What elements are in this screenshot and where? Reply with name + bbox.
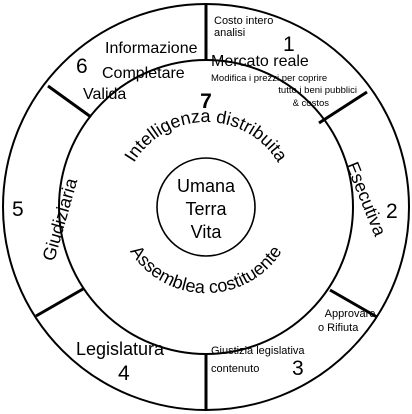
segment-1-title: Mercato reale — [211, 53, 309, 70]
center-line3: Vita — [191, 222, 223, 242]
divider-2 — [318, 90, 368, 125]
segment-1-header-line1: Costo intero — [214, 15, 273, 27]
segment-1-detail-line1: Modifica i prezzi per coprire — [211, 73, 327, 84]
segment-6-title-line1: Informazione — [105, 40, 198, 57]
center: Umana Terra Vita — [177, 176, 236, 242]
segment-3-header-line1: Approvare — [325, 308, 376, 320]
segment-1: Costo intero analisi 1 Mercato reale Mod… — [211, 15, 357, 109]
divider-5 — [35, 287, 84, 318]
segment-6-number: 6 — [76, 55, 88, 78]
center-line2: Terra — [185, 199, 227, 219]
segment-6-title-line2: Completare — [102, 65, 185, 82]
segment-1-detail-line3: & costos — [293, 98, 330, 109]
inner-ring-bottom-text: Assemblea costituente — [126, 242, 285, 298]
segment-1-number: 1 — [283, 33, 295, 56]
segment-2-title: Esecutiva — [342, 159, 390, 240]
inner-ring-top-text: Intelligenza distribuita — [120, 106, 292, 166]
segment-3-number: 3 — [292, 357, 304, 380]
segment-3-title-line1: Giustizia legislativa — [211, 345, 305, 357]
center-line1: Umana — [177, 176, 236, 196]
segment-4-title: Legislatura — [76, 339, 165, 359]
segment-6-title-line3: Valida — [83, 86, 126, 103]
segment-4: Legislatura 4 — [76, 339, 165, 385]
inner-ring-bottom-textpath: Assemblea costituente — [126, 242, 285, 298]
divider-3 — [329, 288, 378, 319]
segment-3-header-line2: o Rifiuta — [318, 322, 359, 334]
inner-ring-number: 7 — [200, 90, 212, 113]
segment-5: Giudiziaria 5 — [12, 175, 82, 263]
segment-4-number: 4 — [118, 362, 130, 385]
segment-6: Informazione 6 Completare Valida — [76, 40, 198, 103]
segment-1-header-line2: analisi — [214, 27, 245, 39]
center-circle — [156, 157, 256, 257]
divider-6 — [47, 84, 92, 119]
segment-5-title: Giudiziaria — [39, 175, 82, 263]
segment-5-number: 5 — [12, 198, 24, 221]
segment-1-detail-line2: tutto i beni pubblici — [278, 85, 357, 96]
segment-2-number: 2 — [386, 200, 398, 223]
inner-ring-top-textpath: Intelligenza distribuita — [120, 106, 292, 166]
segment-3-title-line2: contenuto — [211, 363, 259, 375]
segment-3: Approvare o Rifiuta Giustizia legislativ… — [211, 308, 375, 380]
